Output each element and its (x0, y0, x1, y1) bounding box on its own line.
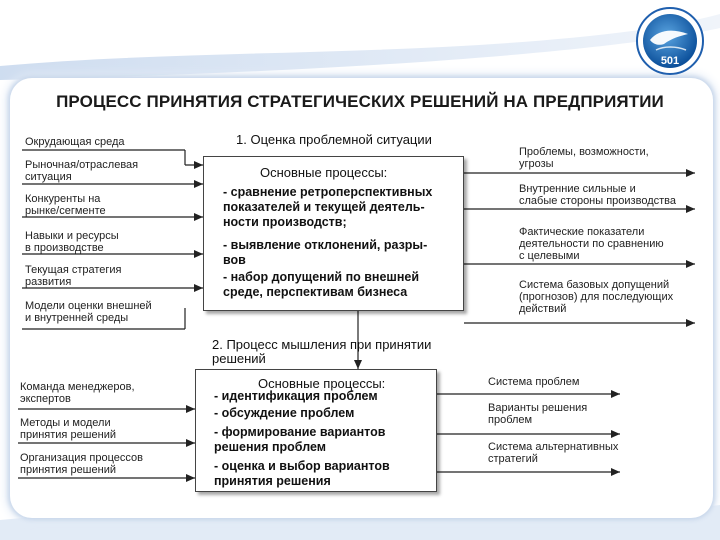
section1-output-line: угрозы (519, 158, 554, 170)
process-item-line: показателей и текущей деятель- (223, 200, 425, 214)
arrowhead (186, 439, 195, 447)
section2-output-line: Система проблем (488, 376, 580, 388)
section1-output-line: с целевыми (519, 250, 580, 262)
page-title: ПРОЦЕСС ПРИНЯТИЯ СТРАТЕГИЧЕСКИХ РЕШЕНИЙ … (56, 92, 664, 111)
section1-output-line: Проблемы, возможности, (519, 146, 649, 158)
section1-output-line: Внутренние сильные и (519, 183, 636, 195)
section2-process-box: Основные процессы: - идентификация пробл… (195, 369, 437, 492)
section2-input-line: принятия решений (20, 464, 116, 476)
arrowhead (611, 468, 620, 476)
process-item-line: решения проблем (214, 440, 326, 454)
arrowhead (194, 213, 203, 221)
section2-output-line: стратегий (488, 453, 538, 465)
process-item-line: - набор допущений по внешней (223, 270, 420, 284)
process-item-line: среде, перспективам бизнеса (223, 285, 408, 299)
section1-output-line: Система базовых допущений (519, 279, 670, 291)
section2-heading-line: 2. Процесс мышления при принятии (212, 337, 432, 352)
section2-input-line: Методы и модели (20, 417, 111, 429)
arrowhead (611, 430, 620, 438)
process-item-line: - оценка и выбор вариантов (214, 459, 390, 473)
section1-input-line: Текущая стратегия (25, 264, 122, 276)
section1-output-line: Фактические показатели (519, 226, 645, 238)
process-item-line: - идентификация проблем (214, 389, 378, 403)
section1-heading: 1. Оценка проблемной ситуации (236, 132, 432, 147)
process-item-line: - выявление отклонений, разры- (223, 238, 428, 252)
section1-input-line: Модели оценки внешней (25, 300, 152, 312)
section2-input-line: Организация процессов (20, 452, 143, 464)
section2-box-title: Основные процессы: (258, 376, 386, 391)
logo-number: 501 (661, 55, 679, 67)
process-item: - идентификация проблем (214, 389, 378, 404)
section1-output: Система базовых допущений(прогнозов) для… (519, 279, 673, 315)
section2-heading: 2. Процесс мышления при принятии решений (212, 338, 431, 366)
section2-output-line: Варианты решения (488, 402, 588, 414)
section1-process-box: Основные процессы: - сравнение ретроперс… (203, 156, 464, 311)
process-item-line: - сравнение ретроперспективных (223, 185, 433, 199)
process-item-line: принятия решения (214, 474, 331, 488)
globe-emblem-icon: 501 (636, 7, 704, 75)
process-item: - выявление отклонений, разры-вов (223, 238, 427, 268)
section1-input-line: Навыки и ресурсы (25, 230, 119, 242)
section2-input: Команда менеджеров,экспертов (20, 381, 135, 405)
arrowhead (186, 405, 195, 413)
process-item: - обсуждение проблем (214, 406, 354, 421)
section2-heading-line: решений (212, 351, 266, 366)
section1-output-line: слабые стороны производства (519, 195, 676, 207)
process-item-line: вов (223, 253, 246, 267)
section1-input-line: в производстве (25, 242, 104, 254)
section2-input-line: Команда менеджеров, (20, 381, 135, 393)
arrowhead (686, 260, 695, 268)
process-item-line: - обсуждение проблем (214, 406, 355, 420)
section1-output-line: действий (519, 303, 567, 315)
arrowhead (686, 319, 695, 327)
section2-input-line: экспертов (20, 393, 71, 405)
section1-output-line: деятельности по сравнению (519, 238, 664, 250)
arrowhead (194, 250, 203, 258)
section1-output: Проблемы, возможности,угрозы (519, 146, 649, 170)
arrowhead (686, 205, 695, 213)
section2-output-line: Система альтернативных (488, 441, 619, 453)
section2-output: Система проблем (488, 376, 579, 388)
section1-input-line: Окрудающая среда (25, 136, 125, 148)
arrowhead (611, 390, 620, 398)
process-item-line: ности производств; (223, 215, 347, 229)
arrowhead (194, 180, 203, 188)
section1-input-line: развития (25, 276, 72, 288)
section1-input-line: рынке/сегменте (25, 205, 106, 217)
section2-output-line: проблем (488, 414, 533, 426)
section1-input-line: и внутренней среды (25, 312, 129, 324)
section1-input-line: ситуация (25, 171, 72, 183)
arrowhead (354, 360, 362, 369)
arrowhead (186, 474, 195, 482)
section1-output-line: (прогнозов) для последующих (519, 291, 674, 303)
process-item-line: - формирование вариантов (214, 425, 386, 439)
section1-box-title: Основные процессы: (260, 165, 388, 180)
arrowhead (194, 161, 203, 169)
section1-input: Окрудающая среда (25, 136, 125, 148)
arrowhead (194, 284, 203, 292)
section1-input-line: Рыночная/отраслевая (25, 159, 139, 171)
section1-input-line: Конкуренты на (25, 193, 101, 205)
section2-input-line: принятия решений (20, 429, 116, 441)
arrowhead (686, 169, 695, 177)
